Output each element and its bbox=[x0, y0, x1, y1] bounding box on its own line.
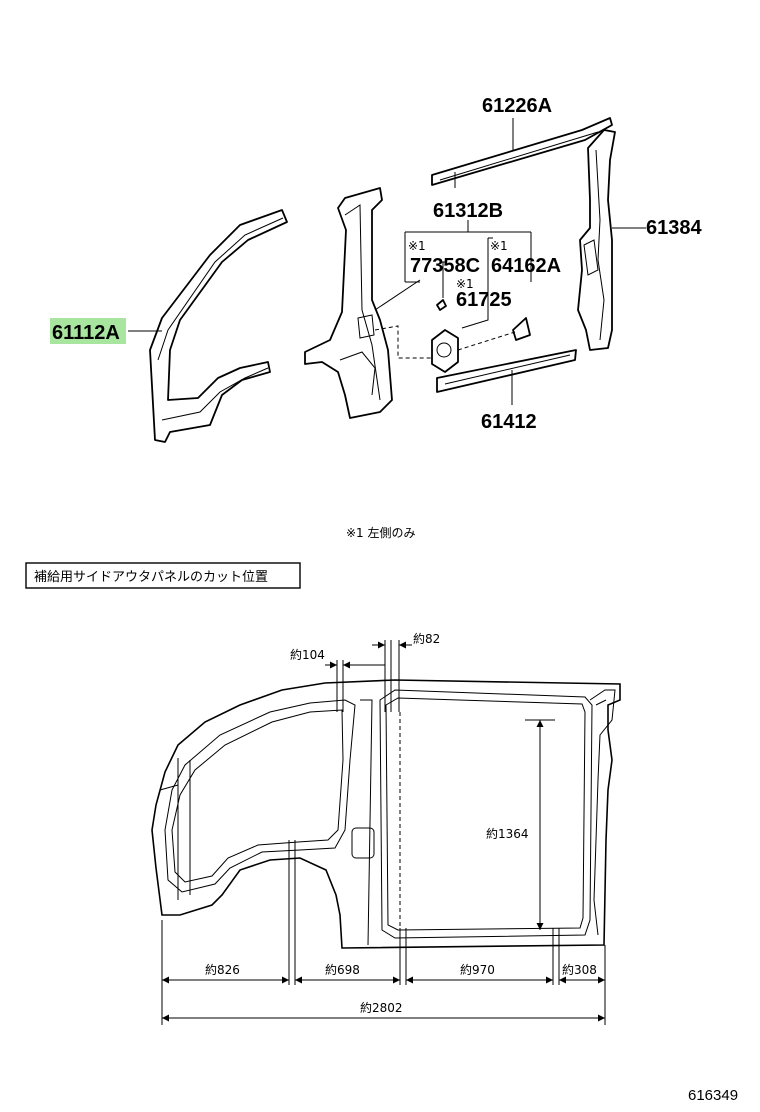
rocker-part[interactable] bbox=[436, 349, 577, 393]
part-number-61312B[interactable]: 61312B bbox=[433, 200, 503, 222]
part-number-61112A[interactable]: 61112A bbox=[52, 322, 120, 344]
dim-1364: 約1364 bbox=[486, 826, 529, 841]
dim-104: 約104 bbox=[290, 647, 325, 662]
dim-82: 約82 bbox=[413, 631, 440, 646]
front-pillar-part[interactable] bbox=[149, 209, 288, 443]
leader-61312B bbox=[374, 279, 421, 311]
part-number-61725[interactable]: 61725 bbox=[456, 289, 512, 311]
part-number-61226A[interactable]: 61226A bbox=[482, 95, 552, 117]
rear-pillar-part[interactable] bbox=[577, 129, 616, 351]
fuel-lid-bracket-part[interactable] bbox=[431, 329, 459, 373]
part-number-61412[interactable]: 61412 bbox=[481, 411, 537, 433]
part-number-61384[interactable]: 61384 bbox=[646, 217, 702, 239]
drawing-number: 616349 bbox=[688, 1087, 738, 1104]
part-number-64162A[interactable]: 64162A bbox=[491, 255, 561, 277]
boxed-title-frame bbox=[25, 562, 301, 589]
cut-lines bbox=[288, 640, 560, 985]
roof-rail-part[interactable] bbox=[431, 117, 613, 188]
mark-1c: ※1 bbox=[456, 277, 474, 291]
center-pillar-part[interactable] bbox=[304, 187, 393, 419]
dim-698: 約698 bbox=[325, 962, 360, 977]
clip-part-77358C[interactable] bbox=[436, 299, 447, 311]
part-number-77358C[interactable]: 77358C bbox=[410, 255, 480, 277]
dim-970: 約970 bbox=[460, 962, 495, 977]
dashed-guide-1 bbox=[374, 325, 432, 359]
mark-1b: ※1 bbox=[490, 239, 508, 253]
boxed-title: 補給用サイドアウタパネルのカット位置 bbox=[34, 570, 268, 585]
bracket-part-64162A[interactable] bbox=[512, 317, 531, 341]
dim-2802: 約2802 bbox=[360, 1000, 403, 1015]
dim-826: 約826 bbox=[205, 962, 240, 977]
dim-308: 約308 bbox=[562, 962, 597, 977]
bracket-61312B bbox=[404, 220, 532, 282]
dashed-guide-2 bbox=[457, 331, 516, 351]
highlight-61112A bbox=[50, 318, 126, 344]
dimension-lines bbox=[161, 641, 606, 1025]
footnote: ※1 左側のみ bbox=[346, 525, 416, 540]
bracket-lines bbox=[440, 237, 493, 329]
mark-1a: ※1 bbox=[408, 239, 426, 253]
side-outer-panel bbox=[151, 679, 621, 949]
